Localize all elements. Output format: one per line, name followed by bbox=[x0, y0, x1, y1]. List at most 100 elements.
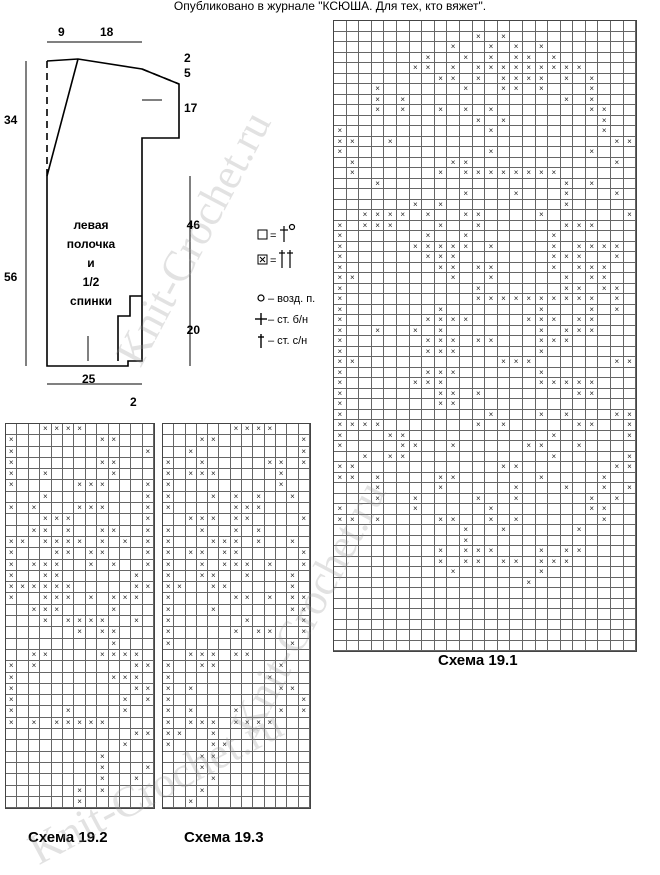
grid-cell bbox=[131, 514, 143, 526]
grid-cell bbox=[40, 627, 52, 639]
grid-cell: × bbox=[447, 367, 460, 378]
grid-cell bbox=[422, 441, 435, 452]
grid-cell bbox=[510, 367, 523, 378]
grid-cell bbox=[396, 336, 410, 347]
grid-cell: × bbox=[434, 388, 448, 399]
grid-cell bbox=[396, 514, 410, 525]
grid-cell bbox=[298, 469, 310, 481]
grid-cell bbox=[422, 325, 435, 336]
grid-cell bbox=[598, 388, 612, 399]
grid-cell: × bbox=[422, 367, 435, 378]
grid-cell bbox=[6, 774, 18, 786]
grid-cell: × bbox=[611, 283, 624, 294]
grid-cell bbox=[346, 504, 360, 515]
grid-cell bbox=[409, 367, 423, 378]
grid-cell bbox=[522, 535, 536, 546]
grid-cell bbox=[384, 325, 397, 336]
grid-cell: × bbox=[62, 536, 75, 549]
grid-cell bbox=[485, 136, 498, 147]
grid-cell bbox=[459, 294, 473, 305]
grid-cell bbox=[585, 157, 599, 168]
grid-cell bbox=[585, 115, 599, 126]
grid-cell bbox=[287, 796, 299, 809]
grid-cell bbox=[497, 231, 511, 242]
grid-cell bbox=[611, 126, 624, 137]
grid-cell bbox=[535, 577, 549, 588]
grid-cell bbox=[459, 619, 473, 630]
grid-cell bbox=[119, 796, 132, 809]
grid-cell bbox=[253, 604, 265, 617]
grid-cell bbox=[346, 367, 360, 378]
grid-cell bbox=[522, 630, 536, 641]
grid-cell: × bbox=[6, 706, 18, 718]
grid-cell bbox=[522, 115, 536, 126]
grid-cell bbox=[359, 609, 372, 620]
grid-cell bbox=[522, 462, 536, 473]
grid-cell bbox=[6, 729, 18, 741]
grid-cell bbox=[384, 189, 397, 200]
grid-cell bbox=[611, 94, 624, 105]
grid-cell bbox=[196, 480, 209, 492]
grid-cell bbox=[611, 231, 624, 242]
grid-cell bbox=[359, 199, 372, 210]
grid-cell bbox=[548, 42, 561, 53]
grid-cell bbox=[384, 336, 397, 347]
grid-cell: × bbox=[396, 105, 410, 116]
grid-cell bbox=[459, 31, 473, 42]
grid-cell: × bbox=[298, 604, 310, 617]
grid-cell bbox=[396, 73, 410, 84]
grid-cell: × bbox=[208, 751, 220, 763]
grid-cell bbox=[287, 424, 299, 436]
grid-cell bbox=[623, 42, 637, 53]
grid-cell bbox=[230, 683, 243, 696]
grid-cell bbox=[409, 21, 423, 32]
grid-cell bbox=[497, 262, 511, 273]
grid-cell: × bbox=[253, 536, 265, 549]
grid-cell: × bbox=[510, 168, 523, 179]
grid-cell bbox=[409, 231, 423, 242]
grid-cell bbox=[275, 751, 288, 763]
grid-cell bbox=[573, 588, 586, 599]
grid-cell bbox=[422, 451, 435, 462]
grid-cell bbox=[253, 729, 265, 741]
grid-cell bbox=[219, 503, 231, 515]
grid-cell bbox=[384, 147, 397, 158]
grid-cell: × bbox=[459, 556, 473, 567]
grid-cell bbox=[548, 441, 561, 452]
grid-cell bbox=[185, 525, 197, 537]
grid-cell: × bbox=[97, 616, 109, 628]
grid-cell: × bbox=[62, 582, 75, 594]
grid-cell bbox=[573, 147, 586, 158]
grid-cell bbox=[359, 168, 372, 179]
grid-cell bbox=[472, 588, 486, 599]
grid-cell bbox=[459, 367, 473, 378]
grid-cell bbox=[287, 774, 299, 786]
grid-cell: × bbox=[74, 796, 86, 809]
grid-cell bbox=[85, 706, 98, 718]
grid-cell: × bbox=[131, 649, 143, 662]
grid-cell bbox=[85, 785, 98, 797]
grid-cell: × bbox=[522, 315, 536, 326]
grid-cell bbox=[422, 430, 435, 441]
grid-cell bbox=[371, 409, 385, 420]
grid-cell bbox=[535, 157, 549, 168]
grid-cell bbox=[264, 536, 276, 549]
grid-cell bbox=[409, 136, 423, 147]
grid-cell bbox=[359, 378, 372, 389]
grid-cell: × bbox=[196, 514, 209, 526]
grid-cell bbox=[573, 430, 586, 441]
grid-cell bbox=[560, 493, 574, 504]
grid-cell bbox=[62, 649, 75, 662]
grid-cell: × bbox=[185, 649, 197, 662]
grid-cell bbox=[359, 336, 372, 347]
grid-cell bbox=[611, 388, 624, 399]
grid-cell bbox=[472, 178, 486, 189]
grid-cell: × bbox=[85, 717, 98, 730]
grid-cell: × bbox=[409, 493, 423, 504]
grid-cell bbox=[548, 420, 561, 431]
grid-cell bbox=[174, 559, 186, 571]
grid-cell bbox=[208, 424, 220, 436]
grid-cell bbox=[409, 315, 423, 326]
grid-cell bbox=[611, 598, 624, 609]
grid-cell bbox=[598, 378, 612, 389]
